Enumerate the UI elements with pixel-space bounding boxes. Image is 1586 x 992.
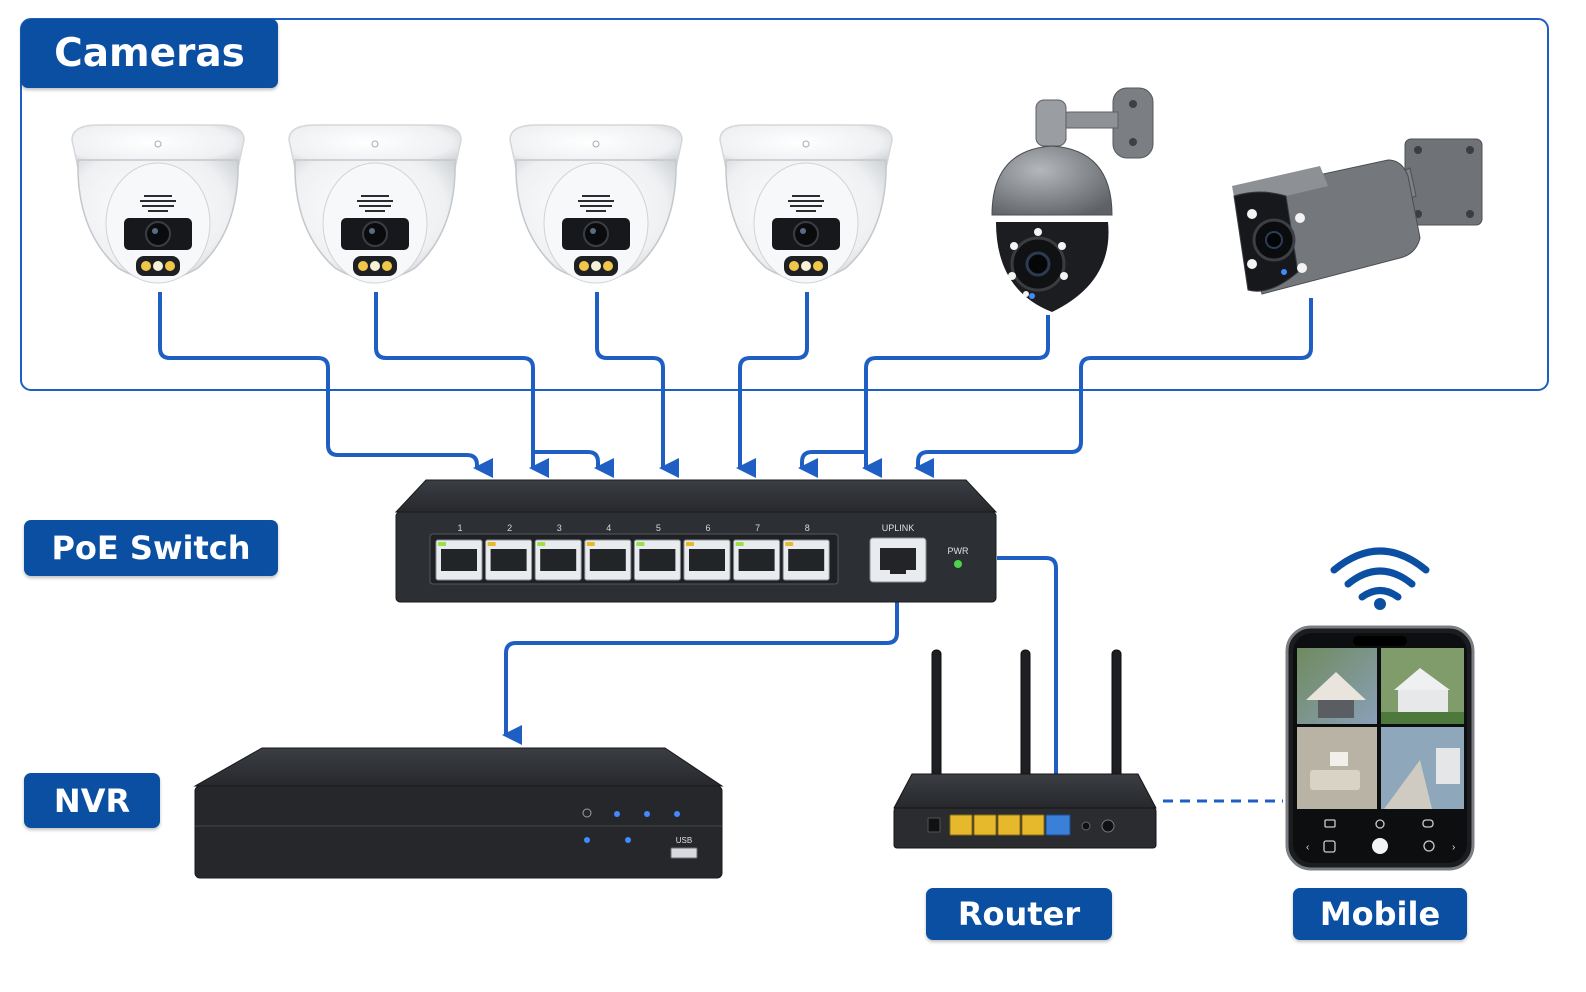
router-wan-port [1045,814,1071,836]
mobile-label: Mobile [1293,888,1467,940]
dome-camera-icon [288,124,462,284]
router-label-text: Router [957,895,1081,933]
switch-port-4: 4 [584,523,632,581]
svg-text:›: › [1452,842,1455,853]
port-number: 8 [805,523,810,533]
switch-port-1: 1 [435,523,483,581]
dome-camera-icon [71,124,245,284]
port-number: 1 [457,523,462,533]
switch-port-6: 6 [683,523,731,581]
switch-port-row: 1 2 3 4 5 6 7 8 [435,523,830,581]
uplink-label: UPLINK [882,523,915,533]
ptz-camera-icon [991,87,1154,312]
cable-uplink-nvr [502,584,899,745]
switch-port-3: 3 [534,523,582,581]
bullet-camera-icon [1232,138,1483,295]
port-led [537,542,546,546]
cable-camera-5b [798,450,866,478]
dome-camera-icon [509,124,683,284]
router-lan-ports [949,814,1045,836]
cable-camera-2b [533,450,614,478]
svg-text:‹: ‹ [1306,842,1309,853]
power-label: PWR [948,546,969,556]
nvr-box: USB [193,747,724,879]
port-number: 2 [507,523,512,533]
port-number: 7 [755,523,760,533]
router-label: Router [926,888,1112,940]
cable-camera-1 [158,292,493,478]
wifi-dot [1374,598,1386,610]
router [893,649,1157,849]
power-led [954,560,962,568]
usb-port [670,847,698,859]
port-number: 3 [557,523,562,533]
cameras-panel [20,18,1549,391]
cameras-label: Cameras [21,19,278,88]
port-led [636,542,645,546]
cable-camera-4 [736,292,809,478]
cameras-label-text: Cameras [54,31,245,76]
dome-camera-icon [719,124,893,284]
switch-port-5: 5 [633,523,681,581]
switch-port-2: 2 [485,523,533,581]
poe-switch-label-text: PoE Switch [51,529,251,567]
cable-switch-router [997,556,1072,808]
smartphone-icon: ‹ › [1285,625,1475,871]
wifi-icon [1330,547,1430,601]
cable-camera-6 [914,298,1313,478]
poe-switch-label: PoE Switch [24,520,278,576]
switch-port-7: 7 [733,523,781,581]
camera-feed-3 [1297,727,1377,809]
port-led [487,542,496,546]
port-led [686,542,694,546]
cable-camera-3 [595,292,679,478]
poe-switch: 1 2 3 4 5 6 7 8 UPLINK PWR [394,479,998,603]
camera-cables [158,292,1313,478]
port-number: 5 [656,523,661,533]
nvr-label: NVR [24,773,160,828]
port-number: 4 [606,523,611,533]
port-led [438,542,446,546]
port-number: 6 [705,523,710,533]
port-led [586,542,595,546]
nvr-label-text: NVR [53,781,131,820]
port-led [785,542,794,546]
mobile-label-text: Mobile [1319,895,1441,933]
cable-camera-2 [374,292,549,478]
port-led [735,542,744,546]
cable-camera-5 [862,315,1050,478]
switch-port-8: 8 [782,523,830,581]
usb-label: USB [676,836,692,845]
